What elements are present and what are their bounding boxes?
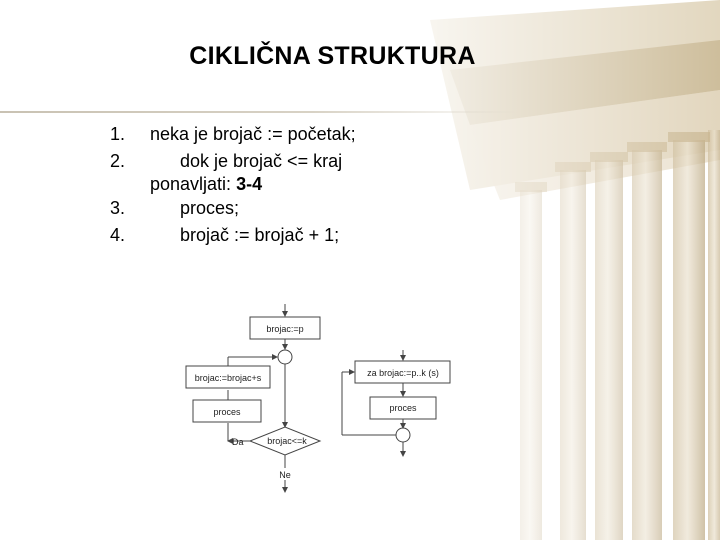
init-label: brojac:=p bbox=[266, 324, 303, 334]
junction-circle bbox=[278, 350, 292, 364]
junction-circle bbox=[396, 428, 410, 442]
loop-header-label: za brojac:=p..k (s) bbox=[367, 368, 439, 378]
process-label: proces bbox=[213, 407, 241, 417]
condition-label: brojac<=k bbox=[267, 436, 307, 446]
increment-label: brojac:=brojac+s bbox=[195, 373, 262, 383]
yes-label: Da bbox=[232, 437, 244, 447]
no-label: Ne bbox=[279, 470, 291, 480]
process-label: proces bbox=[389, 403, 417, 413]
